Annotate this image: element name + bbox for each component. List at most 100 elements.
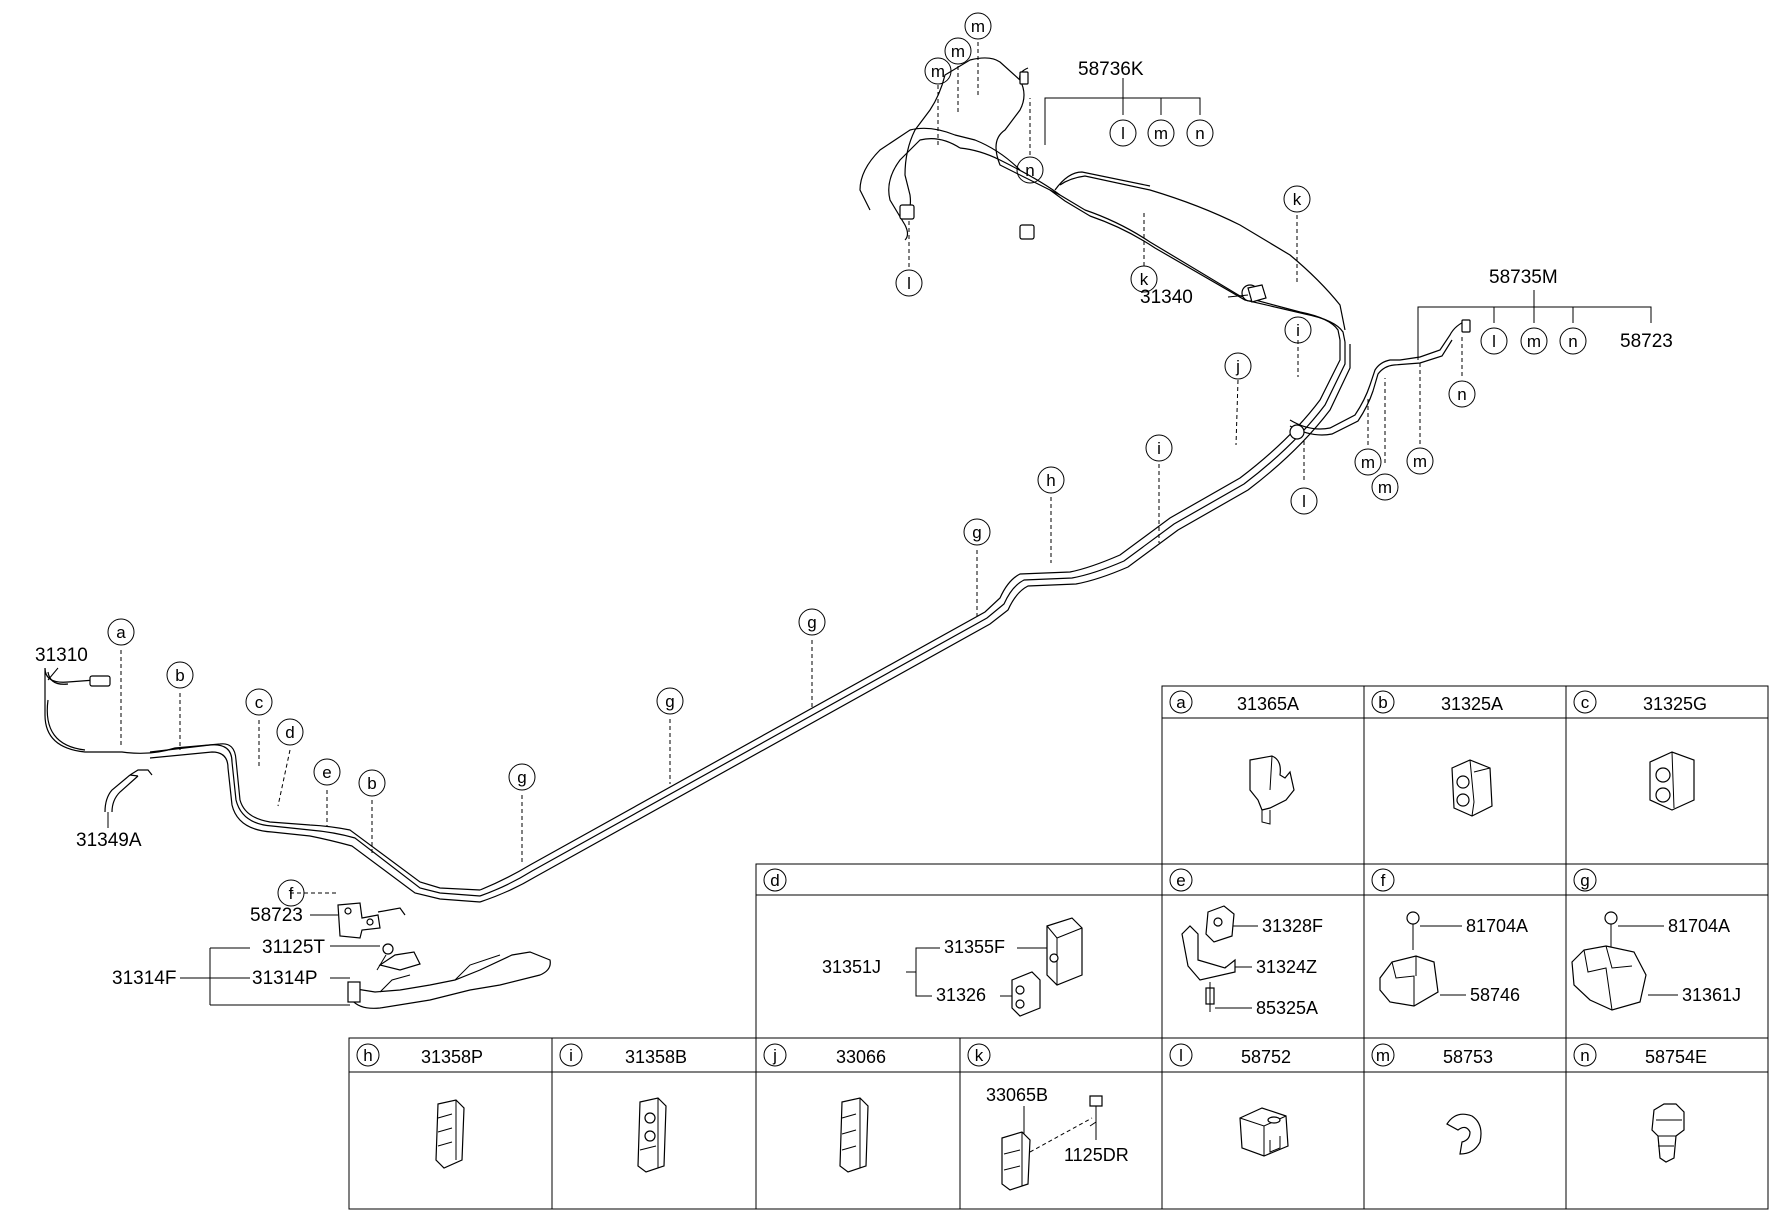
callout-b2: b <box>358 769 386 797</box>
svg-text:b: b <box>175 666 184 685</box>
svg-text:g: g <box>807 613 816 632</box>
svg-text:31328F: 31328F <box>1262 916 1323 936</box>
svg-text:31365A: 31365A <box>1237 694 1299 714</box>
legend-cell-c: c 31325G <box>1573 690 1707 811</box>
legend-cell-h: h 31358P <box>356 1043 483 1169</box>
legend-cell-a: a 31365A <box>1169 690 1299 825</box>
svg-text:31358P: 31358P <box>421 1047 483 1067</box>
svg-text:k: k <box>1140 270 1149 289</box>
callout-m5: m <box>1354 448 1382 476</box>
callout-l3: l <box>1290 487 1318 515</box>
svg-text:i: i <box>1157 439 1161 458</box>
legend-cell-m: m 58753 <box>1371 1043 1493 1155</box>
callout-i2: i <box>1284 316 1312 344</box>
svg-text:a: a <box>116 623 126 642</box>
callout-g3: g <box>798 608 826 636</box>
legend-cell-i: i 31358B <box>559 1043 687 1173</box>
legend-cell-e: e 31328F 31324Z 85325A <box>1169 868 1323 1018</box>
callout-h: h <box>1037 466 1065 494</box>
svg-text:31358B: 31358B <box>625 1047 687 1067</box>
svg-text:58753: 58753 <box>1443 1047 1493 1067</box>
svg-text:m: m <box>1376 1046 1390 1065</box>
callout-d: d <box>276 718 304 746</box>
svg-text:n: n <box>1457 385 1466 404</box>
svg-text:g: g <box>1580 871 1589 890</box>
svg-text:n: n <box>1580 1046 1589 1065</box>
svg-text:c: c <box>1581 693 1590 712</box>
svg-text:d: d <box>770 871 779 890</box>
label-58723-left: 58723 <box>250 905 303 926</box>
callout-l1: l <box>895 269 923 297</box>
svg-text:m: m <box>951 42 965 61</box>
legend-table: a 31365A b 31325A c 31325G d 31351J 3135… <box>348 685 1769 1210</box>
label-58723-right: 58723 <box>1620 331 1673 352</box>
legend-cell-j: j 33066 <box>763 1043 886 1173</box>
brake-line-assembly <box>44 57 1471 1009</box>
svg-text:81704A: 81704A <box>1466 916 1528 936</box>
svg-text:f: f <box>1381 871 1386 890</box>
label-31314F: 31314F <box>112 968 176 989</box>
label-31310: 31310 <box>35 645 88 666</box>
callout-i1: i <box>1145 434 1173 462</box>
callout-g1: g <box>508 763 536 791</box>
callout-f: f <box>277 879 305 907</box>
callout-n4: n <box>1559 327 1587 355</box>
svg-text:n: n <box>1568 332 1577 351</box>
callout-m1: m <box>924 57 952 85</box>
callout-n1: n <box>1016 156 1044 184</box>
svg-text:31361J: 31361J <box>1682 985 1741 1005</box>
svg-text:58746: 58746 <box>1470 985 1520 1005</box>
label-31314P: 31314P <box>252 968 318 989</box>
svg-text:e: e <box>322 763 331 782</box>
label-58736K: 58736K <box>1078 59 1144 80</box>
svg-text:31324Z: 31324Z <box>1256 957 1317 977</box>
callout-b: b <box>166 661 194 689</box>
leader-lines <box>47 42 1652 1006</box>
callout-n2: n <box>1186 119 1214 147</box>
svg-text:l: l <box>907 274 911 293</box>
svg-text:33065B: 33065B <box>986 1085 1048 1105</box>
svg-text:c: c <box>255 693 264 712</box>
svg-text:m: m <box>1413 452 1427 471</box>
svg-text:b: b <box>1378 693 1387 712</box>
legend-cell-b: b 31325A <box>1371 690 1503 817</box>
legend-cell-l: l 58752 <box>1169 1043 1291 1157</box>
callout-k2: k <box>1130 265 1158 293</box>
callout-k1: k <box>1283 185 1311 213</box>
svg-text:j: j <box>772 1046 777 1065</box>
svg-text:b: b <box>367 774 376 793</box>
svg-text:n: n <box>1195 124 1204 143</box>
callout-j: j <box>1224 352 1252 380</box>
svg-text:l: l <box>1492 332 1496 351</box>
svg-text:g: g <box>665 692 674 711</box>
callout-m3: m <box>964 12 992 40</box>
svg-text:k: k <box>975 1046 984 1065</box>
callout-m4: m <box>1147 119 1175 147</box>
legend-cell-n: n 58754E <box>1573 1043 1707 1163</box>
svg-text:i: i <box>1296 321 1300 340</box>
callout-a: a <box>107 618 135 646</box>
svg-text:31326: 31326 <box>936 985 986 1005</box>
callout-l2: l <box>1109 119 1137 147</box>
svg-text:31355F: 31355F <box>944 937 1005 957</box>
svg-text:h: h <box>363 1046 372 1065</box>
svg-text:58752: 58752 <box>1241 1047 1291 1067</box>
svg-text:j: j <box>1235 357 1240 376</box>
svg-text:g: g <box>972 523 981 542</box>
label-31349A: 31349A <box>76 830 142 851</box>
callout-g4: g <box>963 518 991 546</box>
svg-text:f: f <box>289 884 294 903</box>
callout-c: c <box>245 688 273 716</box>
svg-text:m: m <box>1361 453 1375 472</box>
svg-text:81704A: 81704A <box>1668 916 1730 936</box>
svg-text:58754E: 58754E <box>1645 1047 1707 1067</box>
svg-text:31325A: 31325A <box>1441 694 1503 714</box>
label-31340: 31340 <box>1140 287 1193 308</box>
svg-text:m: m <box>931 62 945 81</box>
svg-text:l: l <box>1179 1046 1183 1065</box>
main-callouts: a b c d e b f g g g g h i j i k k n m m … <box>107 12 1587 907</box>
callout-m2: m <box>944 37 972 65</box>
svg-text:31351J: 31351J <box>822 957 881 977</box>
legend-cell-g: g 81704A 31361J <box>1571 868 1741 1011</box>
callout-m7: m <box>1406 447 1434 475</box>
